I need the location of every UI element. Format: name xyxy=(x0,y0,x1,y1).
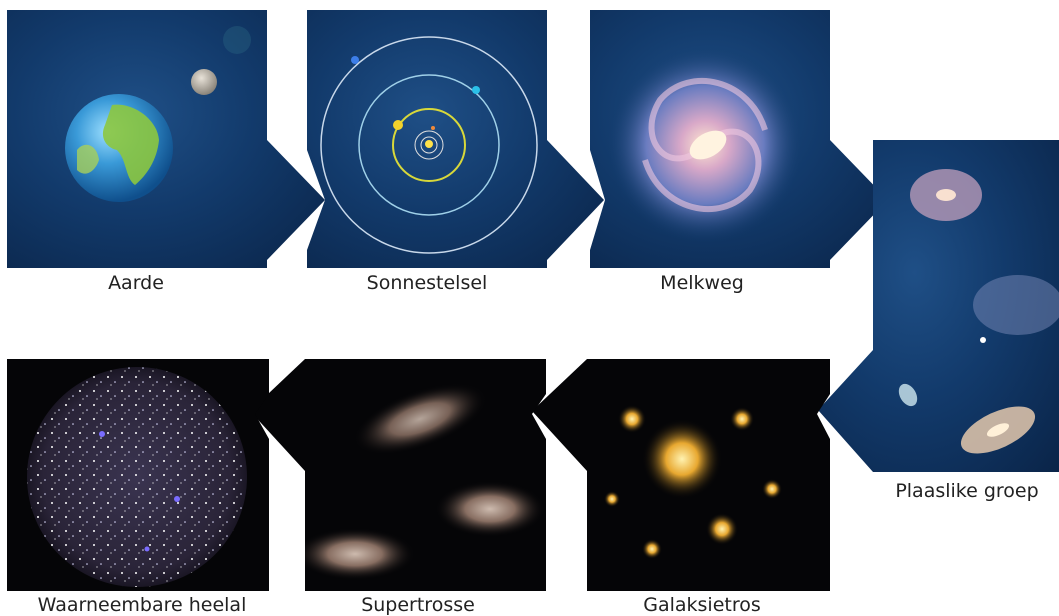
heelal-image xyxy=(27,367,247,587)
label-melkweg: Melkweg xyxy=(660,272,744,294)
plaaslike-groep-image xyxy=(898,169,1059,454)
outer-orbit xyxy=(320,36,538,254)
label-plaaslike-groep: Plaaslike groep xyxy=(895,480,1039,502)
panel-sonnestelsel xyxy=(307,10,604,268)
galaksietros-image xyxy=(604,405,782,559)
melkweg-image xyxy=(607,47,803,243)
sun xyxy=(425,140,433,148)
planet-cyan xyxy=(472,86,480,94)
aarde-image xyxy=(65,26,251,202)
panel-melkweg xyxy=(590,10,888,268)
middle-orbit xyxy=(358,74,500,216)
label-supertrosse: Supertrosse xyxy=(361,594,475,616)
supertrosse-image xyxy=(295,383,545,580)
panel-supertrosse xyxy=(250,359,546,591)
label-aarde: Aarde xyxy=(108,272,164,294)
planet-blue xyxy=(351,56,359,64)
panel-aarde xyxy=(7,10,325,268)
galaxy-small xyxy=(898,383,918,407)
inner-orbit xyxy=(392,108,466,182)
moon xyxy=(191,69,217,95)
label-waarneembare-heelal: Waarneembare heelal xyxy=(37,594,247,616)
panel-galaksietros xyxy=(532,359,830,591)
label-sonnestelsel: Sonnestelsel xyxy=(366,272,488,294)
sonnestelsel-image xyxy=(320,36,538,254)
panel-waarneembare-heelal xyxy=(7,359,269,591)
galaxy-core xyxy=(689,130,727,160)
planet-yellow xyxy=(393,120,403,130)
earth-land xyxy=(102,104,159,185)
galaxy-mid xyxy=(973,275,1059,335)
label-galaksietros: Galaksietros xyxy=(643,594,761,616)
